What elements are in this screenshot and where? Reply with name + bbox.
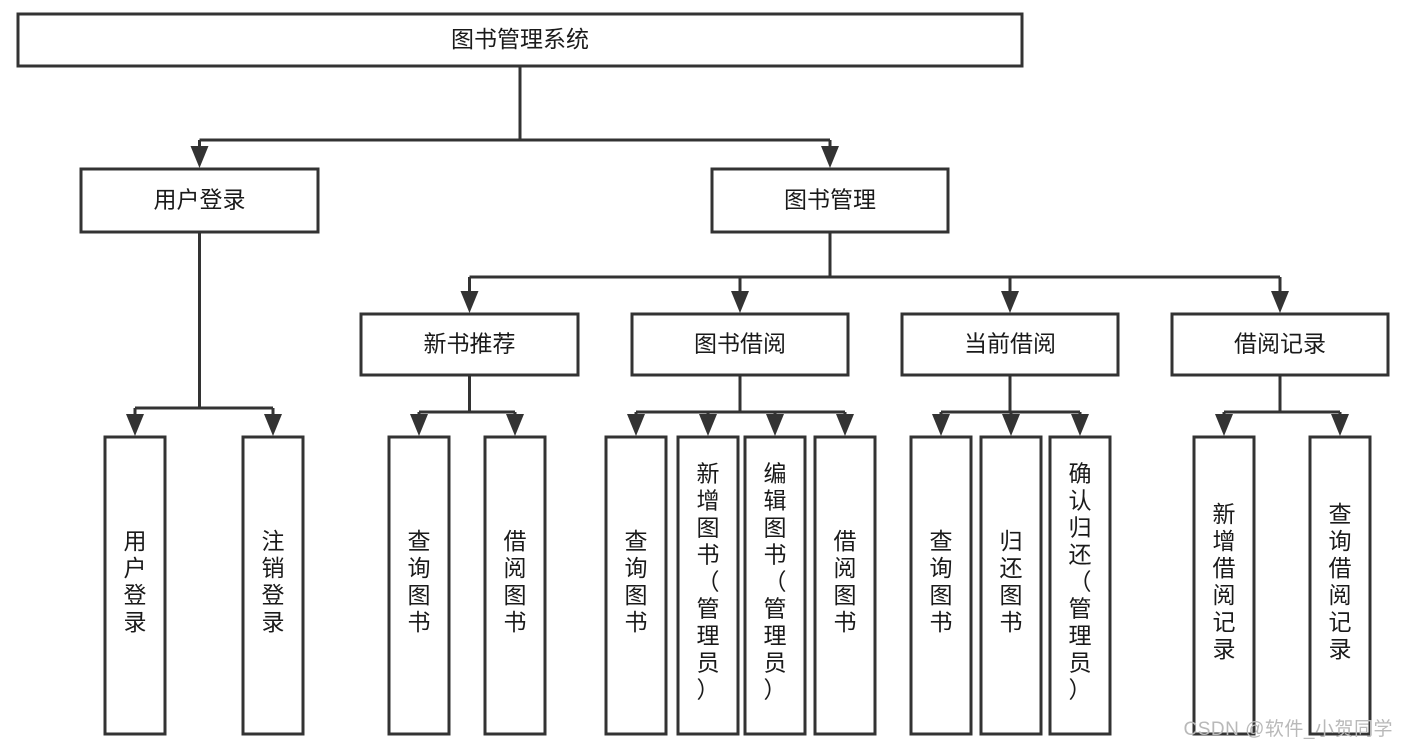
node-layer: 图书管理系统用户登录图书管理新书推荐图书借阅当前借阅借阅记录用户登录注销登录查询… (16, 12, 1390, 736)
node-box-user-login (79, 167, 320, 234)
node-box-new-book-recommend (359, 312, 580, 377)
edges-book-borrow-to-leaves-arrow-3 (836, 414, 854, 436)
node-label-leaf-confirm-return-admin: 确认归还（管理员） (1069, 461, 1092, 703)
node-box-leaf-add-book-admin (676, 435, 740, 736)
node-root[interactable]: 图书管理系统 (16, 12, 1024, 68)
node-leaf-query-borrow-record[interactable]: 查询借阅记录 (1308, 435, 1372, 736)
edges-bookmgmt-to-level3-arrow-3 (1271, 291, 1289, 313)
node-label-leaf-add-borrow-record: 新增借阅记录 (1213, 501, 1236, 662)
edges-current-borrow-to-leaves-arrow-0 (932, 414, 950, 436)
node-leaf-query-book-borrow[interactable]: 查询图书 (604, 435, 668, 736)
node-box-leaf-borrow-book (813, 435, 877, 736)
edges-borrow-records-to-leaves (1215, 375, 1349, 436)
node-box-leaf-confirm-return-admin (1048, 435, 1112, 736)
node-leaf-add-borrow-record[interactable]: 新增借阅记录 (1192, 435, 1256, 736)
node-box-leaf-query-book-borrow (604, 435, 668, 736)
csdn-watermark: CSDN @软件_小贺同学 (1183, 719, 1393, 740)
edges-bookmgmt-to-level3-arrow-0 (460, 291, 479, 313)
edges-current-borrow-to-leaves-arrow-2 (1071, 414, 1089, 436)
edges-new-book-recommend-to-leaves (410, 375, 524, 436)
node-leaf-query-book-current[interactable]: 查询图书 (909, 435, 973, 736)
node-current-borrow[interactable]: 当前借阅 (900, 312, 1120, 377)
node-box-root (16, 12, 1024, 68)
node-label-new-book-recommend: 新书推荐 (424, 331, 516, 357)
edges-book-borrow-to-leaves-arrow-2 (766, 414, 784, 436)
node-label-leaf-logout: 注销登录 (262, 528, 285, 635)
edges-borrow-records-to-leaves-arrow-0 (1215, 414, 1233, 436)
node-box-book-management (710, 167, 950, 234)
node-box-current-borrow (900, 312, 1120, 377)
edges-book-borrow-to-leaves-arrow-0 (627, 414, 645, 436)
node-label-leaf-borrow-book: 借阅图书 (834, 528, 857, 635)
node-leaf-edit-book-admin[interactable]: 编辑图书（管理员） (743, 435, 807, 736)
node-box-borrow-records (1170, 312, 1390, 377)
node-box-leaf-query-book-recommend (387, 435, 451, 736)
node-borrow-records[interactable]: 借阅记录 (1170, 312, 1390, 377)
edges-current-borrow-to-leaves-arrow-1 (1002, 414, 1020, 436)
node-box-leaf-logout (241, 435, 305, 736)
node-box-leaf-user-login (103, 435, 167, 736)
edges-bookmgmt-to-level3 (460, 232, 1289, 313)
node-label-leaf-user-login: 用户登录 (124, 528, 147, 635)
node-box-leaf-add-borrow-record (1192, 435, 1256, 736)
node-new-book-recommend[interactable]: 新书推荐 (359, 312, 580, 377)
node-box-leaf-return-book (979, 435, 1043, 736)
node-label-leaf-return-book: 归还图书 (1000, 528, 1023, 635)
edges-bookmgmt-to-level3-arrow-2 (1001, 291, 1019, 313)
node-label-leaf-query-book-current: 查询图书 (930, 528, 953, 635)
node-box-leaf-query-book-current (909, 435, 973, 736)
node-label-leaf-query-borrow-record: 查询借阅记录 (1329, 501, 1352, 662)
edges-root-to-level2-arrow-0 (190, 146, 209, 168)
node-book-borrow[interactable]: 图书借阅 (630, 312, 850, 377)
node-leaf-query-book-recommend[interactable]: 查询图书 (387, 435, 451, 736)
node-leaf-borrow-book-recommend[interactable]: 借阅图书 (483, 435, 547, 736)
node-user-login[interactable]: 用户登录 (79, 167, 320, 234)
edges-new-book-recommend-to-leaves-arrow-1 (506, 414, 524, 436)
node-leaf-return-book[interactable]: 归还图书 (979, 435, 1043, 736)
edges-user-login-to-leaves-arrow-1 (264, 414, 282, 436)
node-label-leaf-edit-book-admin: 编辑图书（管理员） (764, 461, 787, 703)
node-leaf-add-book-admin[interactable]: 新增图书（管理员） (676, 435, 740, 736)
node-label-book-borrow: 图书借阅 (694, 331, 786, 357)
node-box-book-borrow (630, 312, 850, 377)
node-label-leaf-borrow-book-recommend: 借阅图书 (504, 528, 527, 635)
node-box-leaf-borrow-book-recommend (483, 435, 547, 736)
node-label-borrow-records: 借阅记录 (1234, 331, 1326, 357)
connector-layer (126, 66, 1349, 436)
node-label-user-login: 用户登录 (154, 187, 246, 213)
node-leaf-borrow-book[interactable]: 借阅图书 (813, 435, 877, 736)
edges-root-to-level2-arrow-1 (821, 146, 839, 168)
node-label-leaf-query-book-borrow: 查询图书 (625, 528, 648, 635)
node-book-management[interactable]: 图书管理 (710, 167, 950, 234)
edges-user-login-to-leaves-arrow-0 (126, 414, 144, 436)
edges-book-borrow-to-leaves (627, 375, 854, 436)
node-box-leaf-query-borrow-record (1308, 435, 1372, 736)
node-box-leaf-edit-book-admin (743, 435, 807, 736)
edges-borrow-records-to-leaves-arrow-1 (1331, 414, 1349, 436)
node-label-root: 图书管理系统 (451, 26, 589, 52)
node-leaf-user-login[interactable]: 用户登录 (103, 435, 167, 736)
node-leaf-confirm-return-admin[interactable]: 确认归还（管理员） (1048, 435, 1112, 736)
edges-book-borrow-to-leaves-arrow-1 (699, 414, 717, 436)
edges-current-borrow-to-leaves (932, 375, 1089, 436)
node-label-leaf-add-book-admin: 新增图书（管理员） (697, 461, 720, 703)
edges-root-to-level2 (190, 66, 839, 168)
node-label-book-management: 图书管理 (784, 187, 876, 213)
edges-user-login-to-leaves (126, 232, 282, 436)
node-leaf-logout[interactable]: 注销登录 (241, 435, 305, 736)
node-label-leaf-query-book-recommend: 查询图书 (408, 528, 431, 635)
edges-bookmgmt-to-level3-arrow-1 (731, 291, 749, 313)
edges-new-book-recommend-to-leaves-arrow-0 (410, 414, 428, 436)
node-label-current-borrow: 当前借阅 (964, 331, 1056, 357)
